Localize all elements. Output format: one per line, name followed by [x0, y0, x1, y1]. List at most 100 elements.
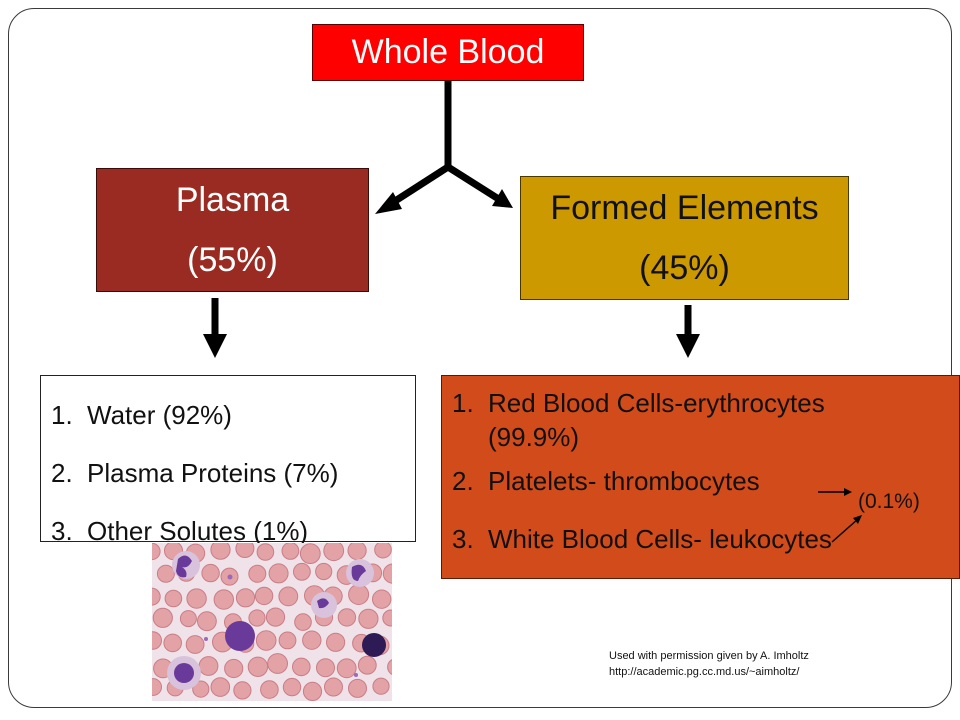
red-blood-cell: [268, 563, 289, 584]
red-blood-cell: [282, 677, 302, 697]
list-text: Water (92%): [87, 400, 232, 430]
list-text-group: Red Blood Cells-erythrocytes (99.9%): [488, 386, 825, 464]
red-blood-cell: [201, 563, 220, 583]
formed-components-list: 1. Red Blood Cells-erythrocytes (99.9%) …: [441, 375, 960, 579]
red-blood-cell: [302, 681, 323, 701]
red-blood-cell: [316, 658, 335, 678]
red-blood-cell: [336, 658, 357, 679]
red-blood-cell: [224, 658, 244, 679]
red-blood-cell: [323, 543, 345, 562]
list-item: 1. Red Blood Cells-erythrocytes (99.9%): [452, 386, 959, 464]
formed-elements-box: Formed Elements (45%): [520, 176, 849, 300]
list-item: 3. White Blood Cells- leukocytes: [452, 522, 959, 562]
red-blood-cell: [163, 633, 183, 653]
formed-elements-percent: (45%): [639, 249, 730, 287]
red-blood-cell: [326, 632, 346, 652]
red-blood-cell: [299, 543, 321, 564]
red-blood-cell: [358, 608, 379, 629]
red-blood-cell: [247, 656, 269, 678]
list-text: Other Solutes (1%): [87, 516, 309, 546]
red-blood-cell: [382, 609, 392, 627]
red-blood-cell: [164, 589, 183, 608]
red-blood-cell: [265, 607, 286, 627]
red-blood-cell: [152, 631, 162, 650]
arrowhead-right: [492, 189, 513, 208]
red-blood-cell: [387, 659, 392, 675]
red-blood-cell: [235, 543, 255, 558]
red-blood-cell: [293, 562, 311, 581]
red-blood-cell: [213, 589, 235, 610]
red-blood-cell: [152, 607, 173, 628]
list-number: 1.: [51, 400, 73, 430]
red-blood-cell: [372, 589, 392, 609]
formed-elements-label: Formed Elements: [550, 189, 819, 227]
blood-smear-image: [152, 543, 392, 701]
red-blood-cell: [278, 586, 299, 607]
red-blood-cell: [315, 562, 333, 581]
plasma-box: Plasma (55%): [96, 168, 369, 292]
arrowhead-formed-down: [676, 334, 700, 358]
list-item: 1. Water (92%): [51, 386, 415, 444]
list-number: 3.: [51, 516, 73, 546]
red-blood-cell: [233, 681, 252, 700]
whole-blood-label: Whole Blood: [351, 33, 545, 71]
red-blood-cell: [302, 630, 322, 650]
annotation-arrow-bottom: [831, 518, 859, 543]
whole-blood-box: Whole Blood: [312, 24, 584, 81]
list-text: Platelets- thrombocytes: [488, 466, 760, 496]
red-blood-cell: [324, 677, 343, 697]
red-blood-cell: [185, 635, 205, 654]
list-number: 1.: [452, 388, 474, 418]
arrowhead-plasma-down: [203, 334, 227, 358]
wbc-percent-annotation: (0.1%): [858, 490, 920, 513]
list-text: Plasma Proteins (7%): [87, 458, 339, 488]
red-blood-cell: [278, 631, 297, 650]
red-blood-cell: [210, 677, 231, 697]
list-text-percent: (99.9%): [488, 422, 580, 452]
red-blood-cell: [372, 677, 390, 695]
red-blood-cell: [235, 588, 256, 608]
blood-smear-illustration: [152, 543, 392, 701]
image-credit: Used with permission given by A. Imholtz…: [609, 648, 809, 680]
red-blood-cell: [179, 610, 197, 628]
red-blood-cell: [382, 563, 392, 584]
list-text: Red Blood Cells-erythrocytes: [488, 388, 825, 418]
red-blood-cell: [248, 564, 267, 583]
red-blood-cell: [294, 613, 312, 631]
red-blood-cell: [197, 611, 217, 632]
red-blood-cell: [186, 588, 207, 609]
plasma-label: Plasma: [175, 181, 290, 219]
red-blood-cell: [210, 543, 231, 560]
red-blood-cell: [374, 543, 392, 559]
red-blood-cell: [348, 584, 370, 605]
red-blood-cell: [248, 609, 266, 627]
wbc-nucleus: [176, 555, 192, 578]
red-blood-cell: [260, 680, 279, 699]
plasma-percent: (55%): [187, 241, 278, 279]
red-blood-cell: [152, 543, 161, 561]
plasma-components-list: 1. Water (92%) 2. Plasma Proteins (7%) 3…: [40, 375, 416, 546]
red-blood-cell: [256, 543, 275, 561]
list-item: 3. Other Solutes (1%): [51, 502, 415, 560]
slide-frame: [8, 8, 952, 708]
list-item: 2. Platelets- thrombocytes: [452, 464, 959, 522]
red-blood-cell: [198, 656, 219, 676]
credit-line-1: Used with permission given by A. Imholtz: [609, 650, 809, 662]
red-blood-cell: [292, 657, 311, 677]
red-blood-cell: [254, 586, 274, 606]
credit-line-2: http://academic.pg.cc.md.us/~aimholtz/: [609, 666, 800, 678]
list-item: 2. Plasma Proteins (7%): [51, 444, 415, 502]
red-blood-cell: [152, 587, 161, 606]
red-blood-cell: [357, 655, 377, 675]
list-number: 2.: [51, 458, 73, 488]
list-number: 2.: [452, 466, 474, 496]
red-blood-cell: [337, 608, 357, 627]
list-text: White Blood Cells- leukocytes: [488, 524, 832, 554]
red-blood-cell: [152, 678, 162, 696]
red-blood-cell: [255, 630, 277, 651]
red-blood-cell: [348, 678, 367, 698]
red-blood-cell: [267, 653, 288, 674]
list-number: 3.: [452, 524, 474, 554]
